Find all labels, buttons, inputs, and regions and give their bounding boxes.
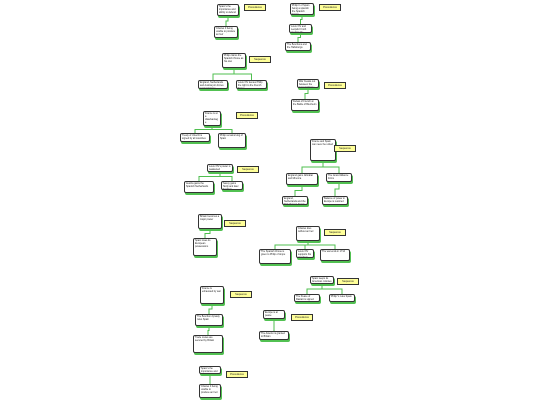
connector-line [233, 68, 252, 80]
node-box[interactable]: The Bourbon dynasty rules Spain [195, 314, 223, 326]
node-box[interactable]: Philip remains king of Spain [218, 133, 246, 148]
connector-line [204, 229, 211, 238]
node-box[interactable]: France is exhausted by war [200, 286, 224, 304]
node-box[interactable]: England gains Gibraltar and Minorca [286, 173, 318, 185]
connector-line [208, 304, 213, 314]
connector-line [306, 284, 323, 294]
relation-tag[interactable]: Sequence [334, 145, 356, 152]
node-box[interactable]: Spain loses its European possessions [193, 238, 217, 256]
node-box[interactable]: France and Spain can never be united [310, 139, 336, 161]
node-box[interactable]: Louis XIV supports his grandson [296, 249, 314, 258]
connector-line [307, 241, 336, 249]
connector-line [211, 126, 233, 133]
node-box[interactable]: Philip II of Spain being a spanish the S… [290, 3, 314, 15]
relation-tag[interactable]: Precedence [324, 82, 346, 89]
node-box[interactable]: Britain becomes a major power [198, 214, 222, 229]
node-box[interactable]: Philip V rules Spain [329, 294, 355, 302]
connector-line [225, 16, 229, 26]
connector-line [294, 185, 303, 196]
node-box[interactable]: England, Netherlands and Austria join fo… [198, 80, 228, 89]
node-box[interactable]: The war ends in 1714 [320, 249, 350, 261]
connector-line [304, 88, 309, 99]
node-box[interactable]: England, Netherlands and the Holy Roman … [282, 196, 308, 205]
relation-tag[interactable]: Sequence [230, 291, 252, 298]
node-box[interactable]: Charles II being unable to produce an he… [214, 26, 238, 38]
node-box[interactable]: France is at a disadvantage [203, 111, 221, 126]
node-box[interactable]: Charles dies without an heir [296, 226, 320, 241]
connector-line [297, 33, 301, 42]
relation-tag[interactable]: Sequence [249, 56, 271, 63]
connector-line [219, 172, 233, 181]
relation-tag[interactable]: Precedence [291, 314, 313, 321]
connector-line [322, 161, 340, 173]
relation-tag[interactable]: Precedence [236, 112, 258, 119]
connector-line [207, 326, 210, 335]
relation-tag[interactable]: Precedence [226, 371, 248, 378]
node-box[interactable]: Spain's the importance and ability to de… [217, 4, 239, 16]
node-box[interactable]: The Peace of Rastatt is signed [294, 294, 320, 302]
connector-line [274, 241, 309, 249]
node-box[interactable]: Treaty of Utrecht is signed by all count… [180, 133, 210, 142]
relation-tag[interactable]: Precedence [244, 4, 266, 11]
connector-line [198, 172, 221, 181]
node-box[interactable]: Louis XIV denies Philip the right to the… [236, 80, 267, 89]
relation-tag[interactable]: Sequence [337, 278, 359, 285]
node-box[interactable]: The Grand Alliance forms [326, 173, 352, 182]
connector-line [300, 15, 303, 24]
node-box[interactable]: Louis XIV's power is weakened [207, 164, 233, 172]
node-box[interactable]: The Spanish throne is given to Philip of… [259, 249, 291, 264]
connector-line [334, 182, 340, 196]
node-box[interactable]: Savoy gains Sicily and later Sardinia [221, 181, 243, 190]
connector-line [321, 284, 343, 294]
node-box[interactable]: Spain's the importance and ability to de… [199, 366, 221, 374]
relation-tag[interactable]: Sequence [324, 229, 346, 236]
node-box[interactable]: The Bourbons and the Habsburgs [285, 42, 311, 51]
connector-line [301, 161, 324, 173]
relation-tag[interactable]: Precedence [319, 4, 341, 11]
node-box[interactable]: The Asiento is granted to Britain [259, 331, 289, 340]
node-box[interactable]: Trade routes are secured by Britain [193, 335, 223, 353]
relation-tag[interactable]: Sequence [237, 166, 259, 173]
node-box[interactable]: Philip claims the Spanish throne as his … [222, 53, 246, 68]
node-box[interactable]: Europe is at peace [263, 310, 285, 319]
node-box[interactable]: Balance of power in Europe is restored [322, 196, 348, 205]
relation-tag[interactable]: Sequence [224, 220, 246, 227]
node-box[interactable]: Spain keeps its American colonies [310, 276, 334, 284]
connector-line [194, 126, 213, 133]
node-box[interactable]: Charles II being unable to produce an he… [199, 384, 221, 398]
connector-line [212, 68, 235, 80]
node-box[interactable]: Louis XIV and Leopold I both desiring th… [289, 24, 312, 33]
node-box[interactable]: Defeat of French at the Battle of Blenhe… [291, 99, 319, 111]
node-box[interactable]: Austria gains the Spanish Netherlands [184, 181, 214, 193]
node-box[interactable]: War breaks out between the Grand Allianc… [297, 79, 319, 88]
